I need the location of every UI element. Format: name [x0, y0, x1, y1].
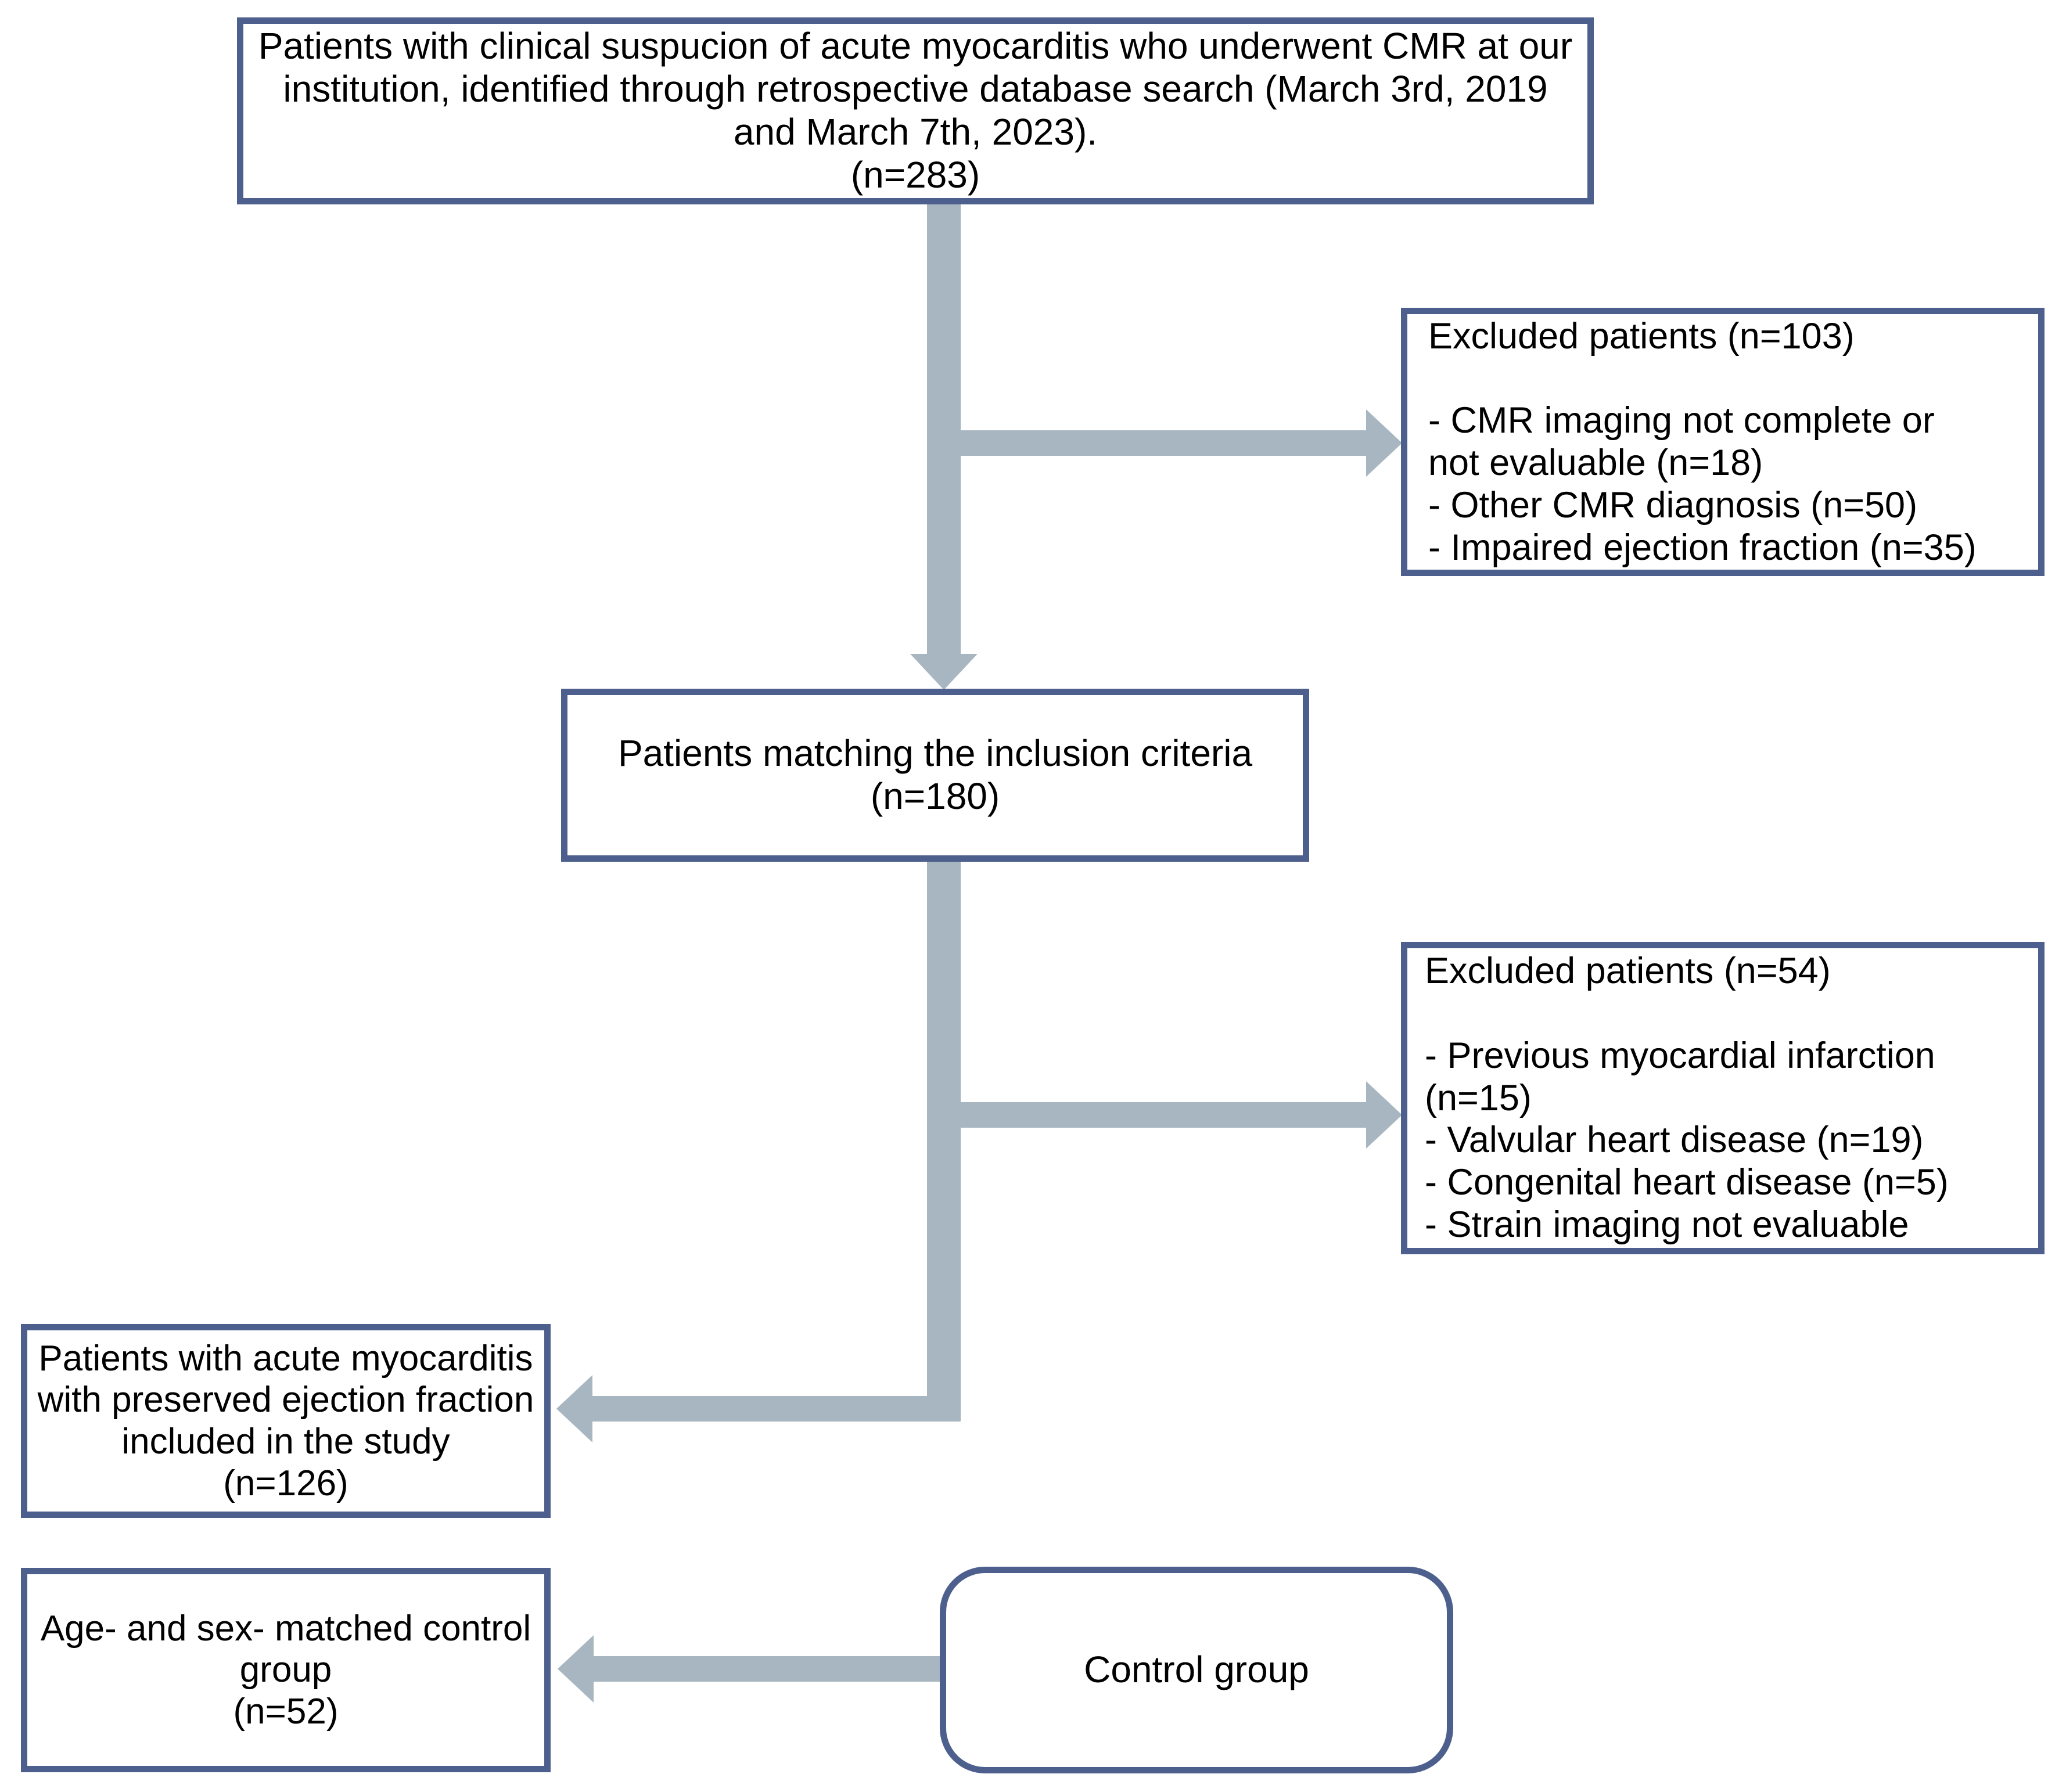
inclusion-to-included-arrow-head — [556, 1375, 592, 1442]
excluded-patients-box-2: Excluded patients (n=54) - Previous myoc… — [1401, 942, 2045, 1254]
matched-control-group-text: Age- and sex- matched control group (n=5… — [40, 1608, 531, 1732]
inclusion-to-included-arrow-elbow — [592, 1396, 961, 1422]
included-study-population-box: Patients with acute myocarditis with pre… — [21, 1324, 551, 1518]
inclusion-to-excluded2-arrow-head — [1366, 1081, 1402, 1149]
source-to-excluded1-arrow-stem — [927, 430, 1368, 456]
inclusion-to-included-arrow-stem — [927, 862, 961, 1422]
control-group-box: Control group — [940, 1567, 1453, 1773]
control-to-matched-arrow-stem — [594, 1656, 942, 1682]
source-population-text: Patients with clinical suspucion of acut… — [258, 25, 1573, 196]
source-population-box: Patients with clinical suspucion of acut… — [237, 17, 1594, 204]
excluded-patients-text-2: Excluded patients (n=54) - Previous myoc… — [1425, 951, 1949, 1245]
control-group-text: Control group — [1084, 1649, 1309, 1691]
matched-control-group-box: Age- and sex- matched control group (n=5… — [21, 1568, 551, 1772]
source-to-excluded1-arrow-head — [1366, 409, 1402, 477]
inclusion-criteria-text: Patients matching the inclusion criteria… — [617, 732, 1253, 817]
source-to-inclusion-arrow-head — [910, 654, 978, 690]
excluded-patients-text-1: Excluded patients (n=103) - CMR imaging … — [1428, 315, 1977, 568]
inclusion-criteria-box: Patients matching the inclusion criteria… — [561, 689, 1309, 862]
control-to-matched-arrow-head — [558, 1635, 594, 1703]
included-study-population-text: Patients with acute myocarditis with pre… — [37, 1338, 534, 1503]
inclusion-to-excluded2-arrow-stem — [927, 1102, 1368, 1128]
excluded-patients-box-1: Excluded patients (n=103) - CMR imaging … — [1401, 308, 2045, 576]
